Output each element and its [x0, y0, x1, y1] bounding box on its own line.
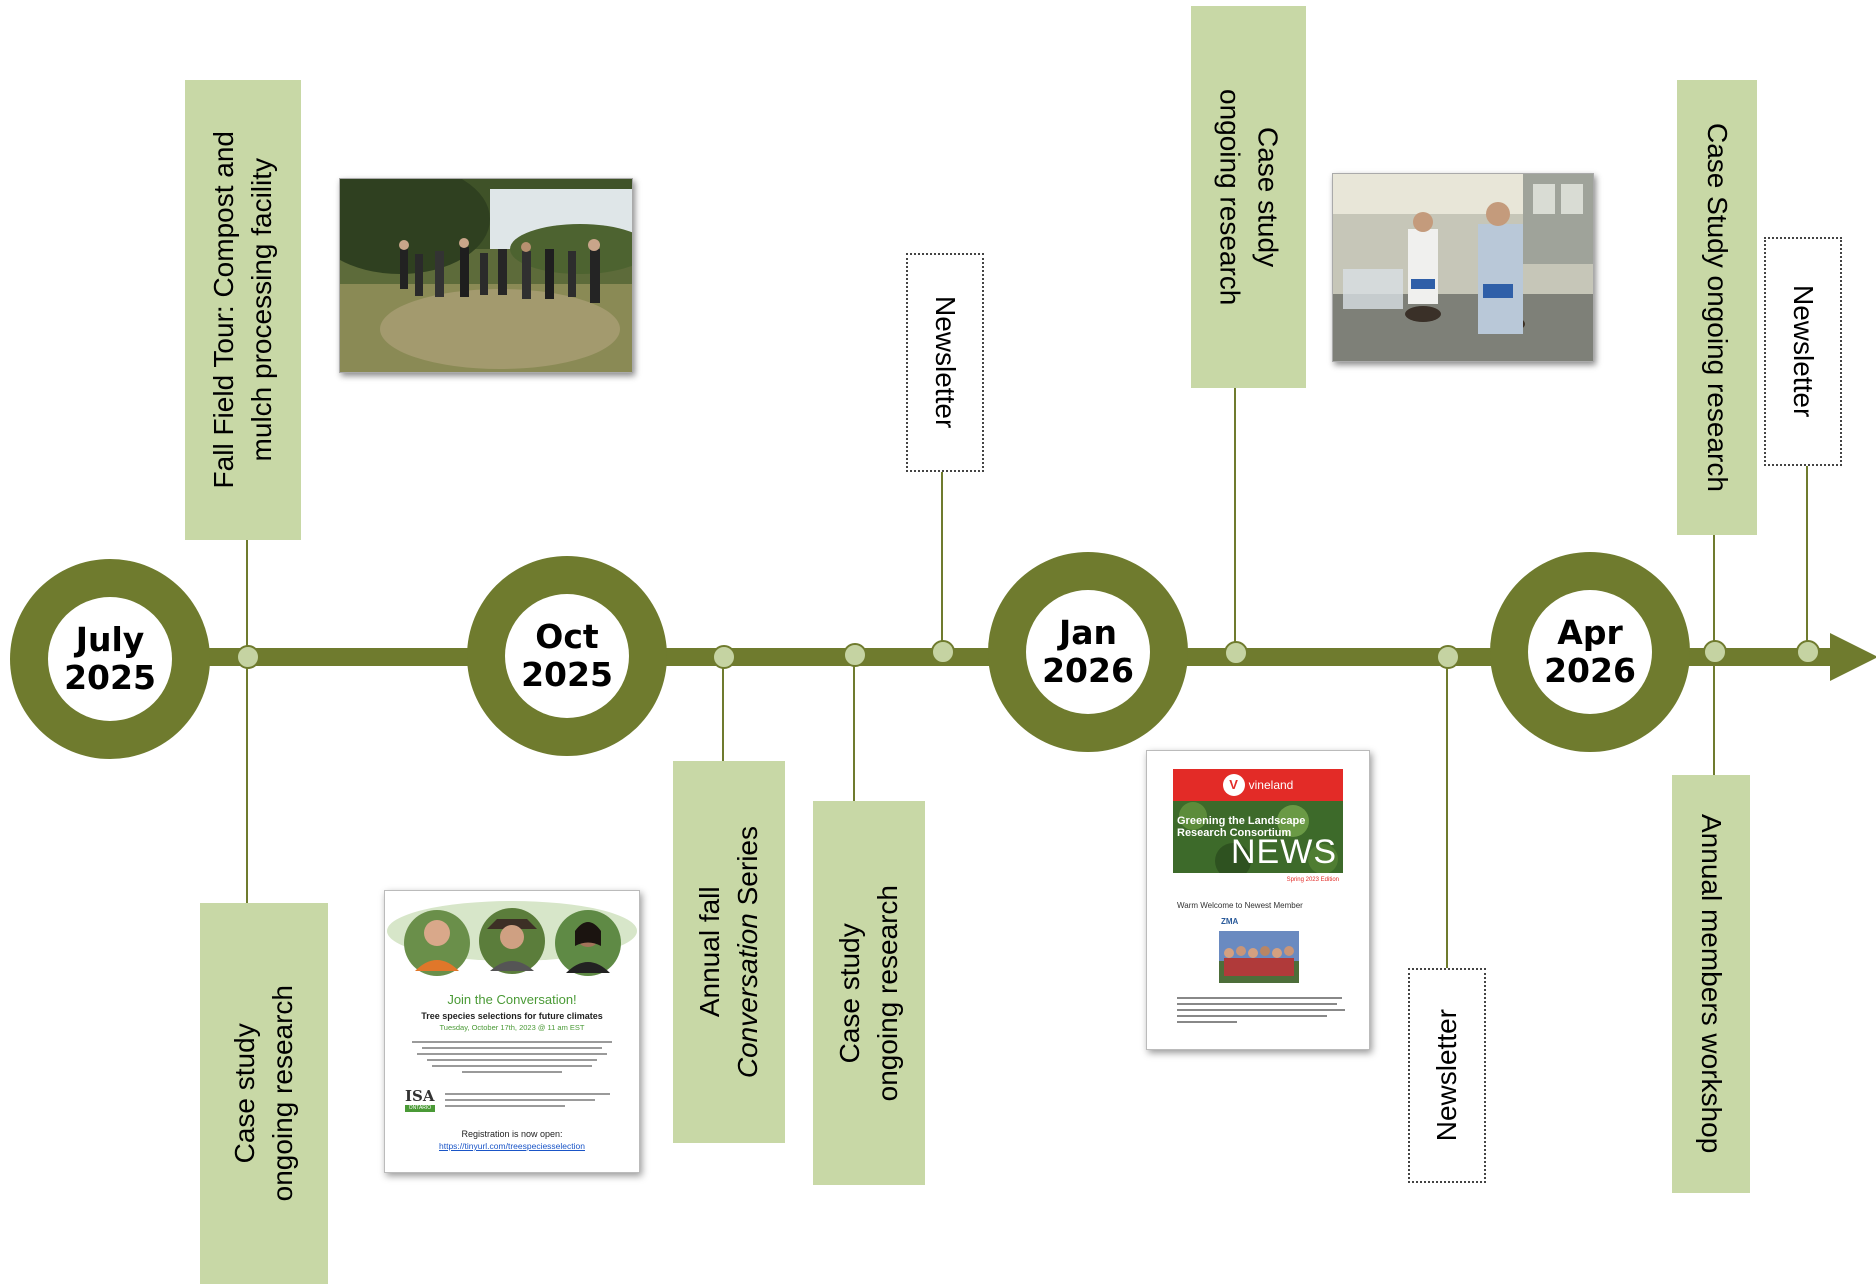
- isa-logo: ISA ONTARIO: [405, 1087, 435, 1117]
- newsletter-welcome: Warm Welcome to Newest Member: [1177, 901, 1303, 910]
- connector-case-study-3: [1234, 388, 1236, 653]
- flyer-heading: Join the Conversation!: [447, 992, 577, 1007]
- connector-annual-workshop: [1713, 653, 1715, 775]
- milestone-year: 2026: [1042, 651, 1134, 690]
- event-dot: [712, 645, 736, 669]
- event-label-italic: Conversation: [732, 913, 763, 1079]
- event-label: Case study: [834, 922, 865, 1064]
- newsletter-brand: vineland: [1248, 778, 1294, 792]
- flyer-speaker-photos: [385, 891, 639, 981]
- connector-case-study-1: [246, 658, 248, 903]
- event-label: ongoing research: [267, 985, 298, 1202]
- milestone-month: July: [75, 620, 145, 659]
- event-label: mulch processing facility: [246, 158, 277, 462]
- event-label: Case Study ongoing research: [1702, 123, 1733, 492]
- connector-newsletter-3: [1806, 466, 1808, 652]
- event-dot: [843, 643, 867, 667]
- member-logo: ZMA: [1221, 917, 1239, 926]
- flyer-subheading: Tree species selections for future clima…: [421, 1011, 603, 1021]
- milestone-year: 2025: [521, 655, 613, 694]
- arrow-right-icon: [1830, 633, 1876, 681]
- event-label: Case study: [1252, 126, 1284, 268]
- event-dot: [236, 645, 260, 669]
- connector-field-tour: [246, 540, 248, 658]
- newsletter-header: V vineland: [1173, 769, 1343, 801]
- event-dot: [1436, 645, 1460, 669]
- flyer-registration: Registration is now open:: [461, 1129, 563, 1139]
- event-newsletter-1: Newsletter: [906, 253, 984, 472]
- isa-logo-text: ISA: [405, 1087, 435, 1105]
- newsletter-title-big: NEWS: [1231, 833, 1337, 871]
- event-label: Case study: [229, 1023, 260, 1164]
- newsletter-group-photo: [1219, 931, 1299, 983]
- newsletter-title-line1: Greening the Landscape: [1177, 815, 1306, 827]
- flyer-collab-text: [445, 1093, 610, 1107]
- field-tour-photo: [339, 178, 633, 373]
- lab-research-photo-image: [1333, 174, 1593, 361]
- event-label: Series: [732, 825, 763, 914]
- event-label: Newsletter: [1431, 1009, 1462, 1142]
- flyer-date: Tuesday, October 17th, 2023 @ 11 am EST: [439, 1023, 585, 1032]
- event-annual-workshop: Annual members workshop: [1672, 775, 1750, 1193]
- event-dot: [1796, 640, 1820, 664]
- lab-research-photo: [1332, 173, 1594, 362]
- newsletter-edition: Spring 2023 Edition: [1286, 877, 1339, 883]
- connector-newsletter-2: [1446, 658, 1448, 968]
- newsletter-body-text: [1177, 997, 1345, 1023]
- event-label: Newsletter: [930, 296, 961, 429]
- event-dot: [1703, 640, 1727, 664]
- flyer-fine-print: [412, 1041, 612, 1073]
- connector-case-study-4: [1713, 535, 1715, 653]
- milestone-month: Oct: [535, 617, 599, 656]
- event-newsletter-3: Newsletter: [1764, 237, 1842, 466]
- newsletter-foliage: [1173, 801, 1343, 873]
- event-newsletter-2: Newsletter: [1408, 968, 1486, 1183]
- newsletter-title-line2: Research Consortium: [1177, 827, 1292, 839]
- event-label: ongoing research: [1214, 88, 1246, 306]
- event-label: ongoing research: [872, 884, 903, 1102]
- conversation-flyer: Join the Conversation! Tree species sele…: [384, 890, 640, 1173]
- flyer-link: https://tinyurl.com/treespeciesselection: [439, 1141, 585, 1151]
- milestone-year: 2026: [1544, 651, 1636, 690]
- event-dot: [1224, 641, 1248, 665]
- event-case-study-4: Case Study ongoing research: [1677, 80, 1757, 535]
- field-tour-photo-image: [340, 179, 632, 372]
- event-label: Newsletter: [1788, 285, 1819, 418]
- milestone-year: 2025: [64, 658, 156, 697]
- newsletter-masthead: Greening the Landscape Research Consorti…: [1173, 801, 1343, 873]
- connector-case-study-2: [853, 658, 855, 801]
- connector-conversation: [722, 658, 724, 761]
- newsletter-cover: V vineland Greening the Landscape Resear…: [1146, 750, 1370, 1050]
- event-label: Annual fall: [694, 886, 725, 1018]
- connector-newsletter-1: [941, 472, 943, 652]
- milestone-month: Jan: [1058, 613, 1118, 652]
- event-label: Annual members workshop: [1696, 814, 1727, 1154]
- event-dot: [931, 640, 955, 664]
- isa-logo-sub: ONTARIO: [405, 1105, 435, 1112]
- milestone-month: Apr: [1557, 613, 1623, 652]
- event-label: Fall Field Tour: Compost and: [208, 131, 239, 489]
- vineland-v-icon: V: [1222, 774, 1245, 796]
